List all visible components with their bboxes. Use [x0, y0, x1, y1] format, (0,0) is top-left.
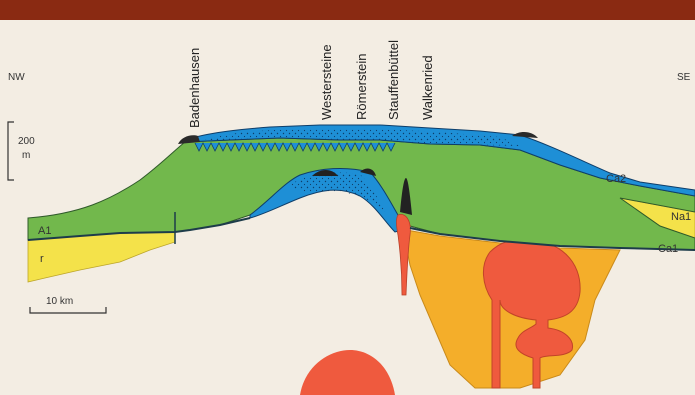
place-walkenried: Walkenried: [420, 55, 435, 120]
yellow-layer-left: [28, 232, 175, 282]
unit-label-a1: A1: [38, 225, 51, 237]
place-stauffenbuettel: Stauffenbüttel: [386, 40, 401, 120]
vertical-scale-unit: m: [22, 150, 30, 161]
horizontal-scale-label: 10 km: [46, 296, 73, 307]
unit-label-ca2: Ca2: [606, 173, 626, 185]
orientation-left: NW: [8, 72, 25, 83]
orientation-right: SE: [677, 72, 691, 83]
lower-red-body: [300, 350, 395, 395]
vertical-scale-value: 200: [18, 136, 35, 147]
unit-label-na1: Na1: [671, 211, 691, 223]
place-badenhausen: Badenhausen: [187, 48, 202, 128]
place-westersteine: Westersteine: [319, 44, 334, 120]
red-diapir: [397, 214, 411, 295]
unit-label-ca1: Ca1: [658, 243, 678, 255]
vertical-scale-bar: [8, 122, 14, 180]
unit-label-r: r: [40, 253, 44, 265]
horizontal-scale-bar: [30, 307, 106, 313]
place-roemerstein: Römerstein: [354, 54, 369, 120]
